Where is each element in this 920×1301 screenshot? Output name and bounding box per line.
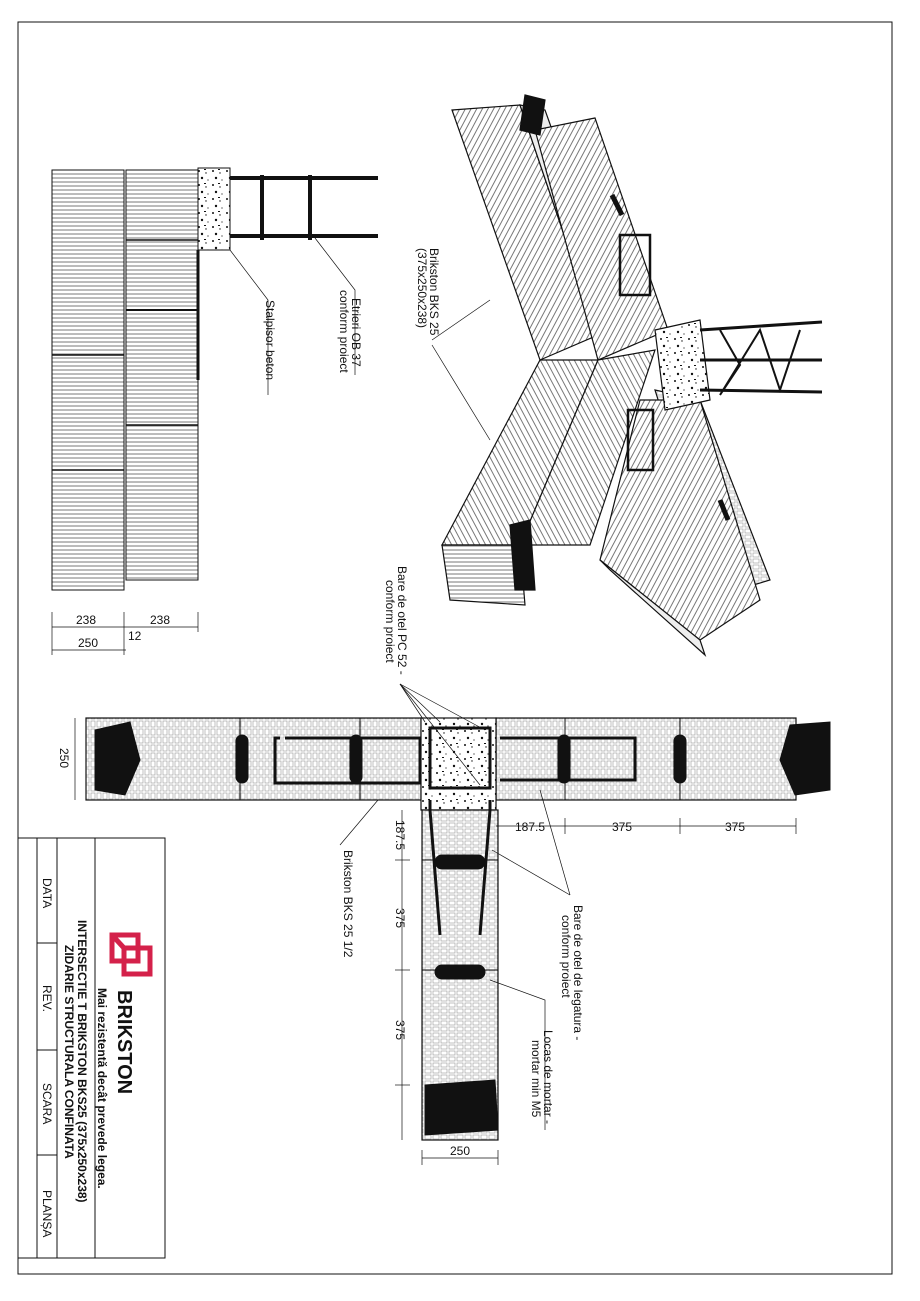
dim-leg-375-b: 375	[393, 1020, 407, 1040]
sheet-border	[17, 21, 893, 1275]
plan-view	[85, 717, 831, 1141]
brikston-logo-mark	[109, 932, 153, 977]
field-scara: SCARA	[40, 1083, 54, 1124]
label-mortar: Locas de mortar -	[541, 1030, 555, 1124]
concrete-column	[197, 167, 231, 251]
slogan: Mai rezistentă decât prevede legea.	[95, 988, 109, 1189]
brand-name: BRIKSTON	[113, 990, 135, 1094]
label-bars-2: conform proiect	[383, 580, 397, 663]
wall-elevation	[51, 167, 378, 591]
dim-375-a: 375	[612, 820, 632, 834]
dim-250: 250	[78, 636, 98, 650]
label-half-block: Brikston BKS 25 1/2	[341, 850, 355, 958]
dim-leg-375-a: 375	[393, 908, 407, 928]
field-plansa: PLANȘA	[40, 1190, 54, 1237]
drawing-title: INTERSECTIE T BRIKSTON BKS25 (375x250x23…	[75, 920, 89, 1203]
dim-375-b: 375	[725, 820, 745, 834]
dim-12: 12	[128, 629, 142, 643]
dim-238-a: 238	[76, 613, 96, 627]
elevation-dimensions	[51, 612, 199, 655]
label-column: Stalpisor beton	[263, 300, 277, 380]
dim-plan-250: 250	[57, 748, 71, 768]
field-data: DATA	[40, 878, 54, 908]
label-block: Brikston BKS 25	[427, 248, 441, 336]
label-tie-bars-2: conform proiect	[559, 915, 573, 998]
label-stirrups-2: conform proiect	[337, 290, 351, 373]
field-rev: REV.	[40, 985, 54, 1012]
dim-leg-187-5: 187.5	[393, 820, 407, 850]
plan-concrete-column	[420, 717, 497, 811]
dim-187-5: 187.5	[515, 820, 545, 834]
label-tie-bars: Bare de otel de legatura -	[571, 905, 585, 1040]
drawing-subtitle: ZIDARIE STRUCTURALA CONFINATA	[62, 945, 76, 1159]
brikston-logo: BRIKSTON Mai rezistentă decât prevede le…	[95, 932, 153, 1189]
label-mortar-2: mortar min M5	[529, 1040, 543, 1118]
label-stirrups: Etrieri OB 37	[349, 298, 363, 367]
dim-leg-250: 250	[450, 1144, 470, 1158]
label-bars: Bare de otel PC 52 -	[395, 566, 409, 675]
title-block	[17, 837, 166, 1259]
isometric-view	[441, 94, 823, 657]
leader-lines	[339, 683, 571, 1130]
dim-238-b: 238	[150, 613, 170, 627]
label-block-size: (375x250x238)	[415, 248, 429, 328]
plan-dimensions	[74, 718, 797, 1165]
